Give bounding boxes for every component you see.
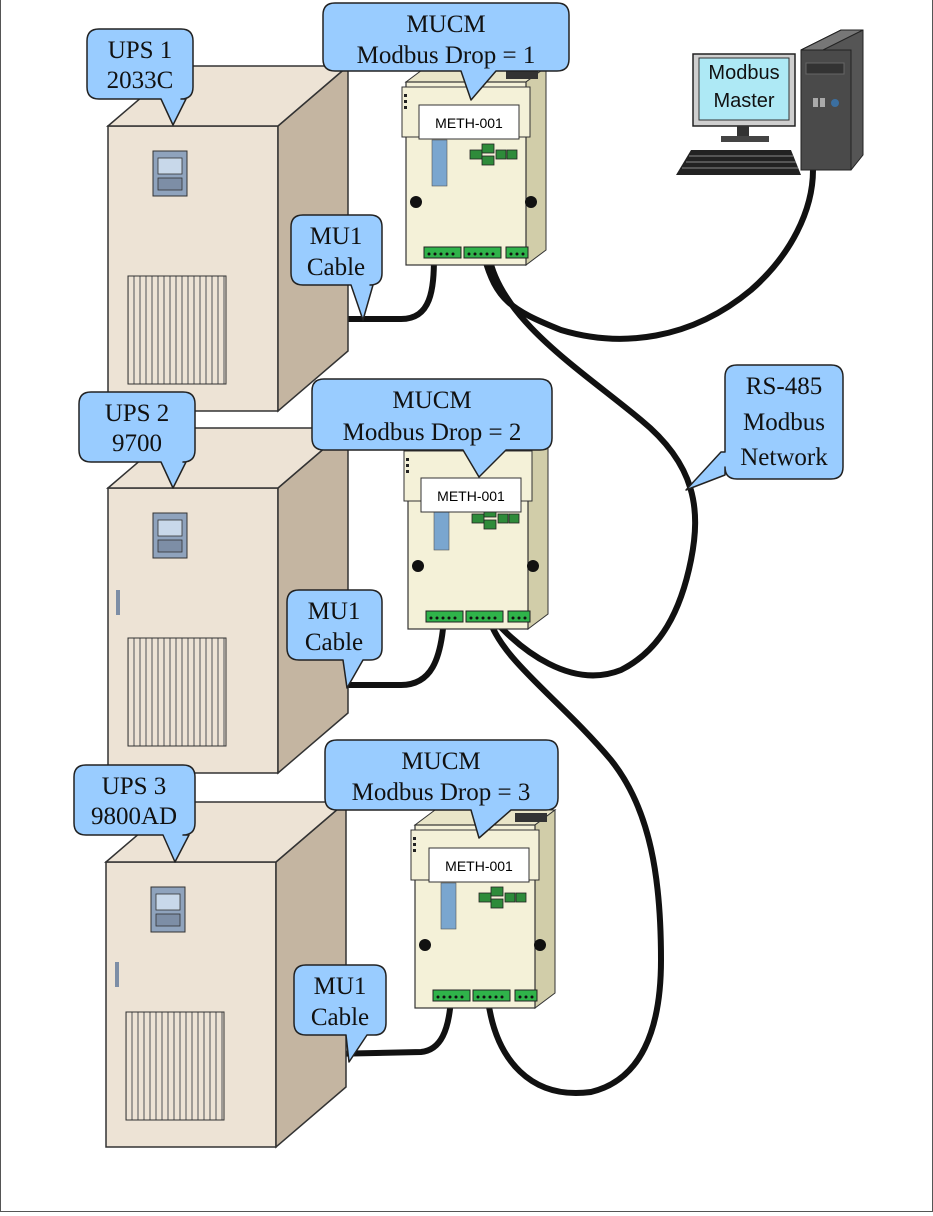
mucm-1-title: MUCM	[406, 11, 485, 38]
mucm-2-callout	[311, 378, 553, 478]
mu1-cable-3-line1: MU1	[314, 973, 367, 1000]
rs485-network-callout	[685, 364, 844, 491]
ups-1-name: UPS 1	[108, 37, 173, 64]
mu1-cable-2	[276, 615, 447, 688]
network-line1: RS-485	[746, 373, 822, 400]
mucm-1-drop: Modbus Drop = 1	[357, 42, 536, 69]
ups-3-model: 9800AD	[91, 803, 177, 830]
mucm-2-panel	[420, 477, 522, 513]
mucm-2-panel-label: METH-001	[437, 488, 505, 504]
master-label-line2: Master	[713, 90, 774, 112]
mu1-cable-1-line2: Cable	[307, 254, 365, 281]
ups-1-model: 2033C	[107, 67, 174, 94]
ups-3-door-handle	[115, 962, 119, 987]
mucm-2-title: MUCM	[392, 387, 471, 414]
rs485-link-1-2	[486, 253, 699, 679]
mucm-module-1: METH-001	[401, 66, 547, 266]
mu1-cable-1-line1: MU1	[310, 223, 363, 250]
mucm-3-panel	[428, 847, 530, 883]
ups-2-door-handle	[116, 590, 120, 615]
modbus-master-computer: Modbus Master	[676, 29, 864, 175]
monitor-screen	[698, 57, 790, 121]
mucm-3-callout	[324, 739, 559, 839]
mucm-module-2: METH-001	[403, 430, 549, 630]
ups-1-callout	[86, 28, 194, 126]
cables	[276, 167, 816, 1096]
mucm-1-panel-label: METH-001	[435, 115, 503, 131]
mu1-cable-2-line1: MU1	[308, 598, 361, 625]
mucm-module-3: METH-001	[410, 809, 556, 1009]
mucm-1-callout	[322, 2, 570, 101]
mu1-cable-3-callout	[293, 964, 387, 1063]
ups-3-callout	[73, 764, 196, 863]
mucm-3-panel-label: METH-001	[445, 858, 513, 874]
ups-2-callout	[78, 391, 196, 489]
mucm-3-title: MUCM	[401, 748, 480, 775]
ups-2-model: 9700	[112, 430, 162, 457]
mucm-3-drop: Modbus Drop = 3	[352, 779, 531, 806]
ups-3-name: UPS 3	[102, 773, 167, 800]
ups-2-name: UPS 2	[105, 400, 170, 427]
mu1-cable-2-line2: Cable	[305, 629, 363, 656]
mucm-2-drop: Modbus Drop = 2	[343, 419, 522, 446]
network-line2: Modbus	[743, 409, 825, 436]
network-line3: Network	[740, 444, 828, 471]
master-label-line1: Modbus	[708, 62, 779, 84]
mu1-cable-1-callout	[290, 214, 383, 321]
mu1-cable-1	[276, 253, 437, 322]
mu1-cable-3-line2: Cable	[311, 1004, 369, 1031]
mu1-cable-2-callout	[286, 589, 383, 689]
rs485-link-2-3	[485, 615, 664, 1096]
mucm-1-panel	[418, 104, 520, 140]
